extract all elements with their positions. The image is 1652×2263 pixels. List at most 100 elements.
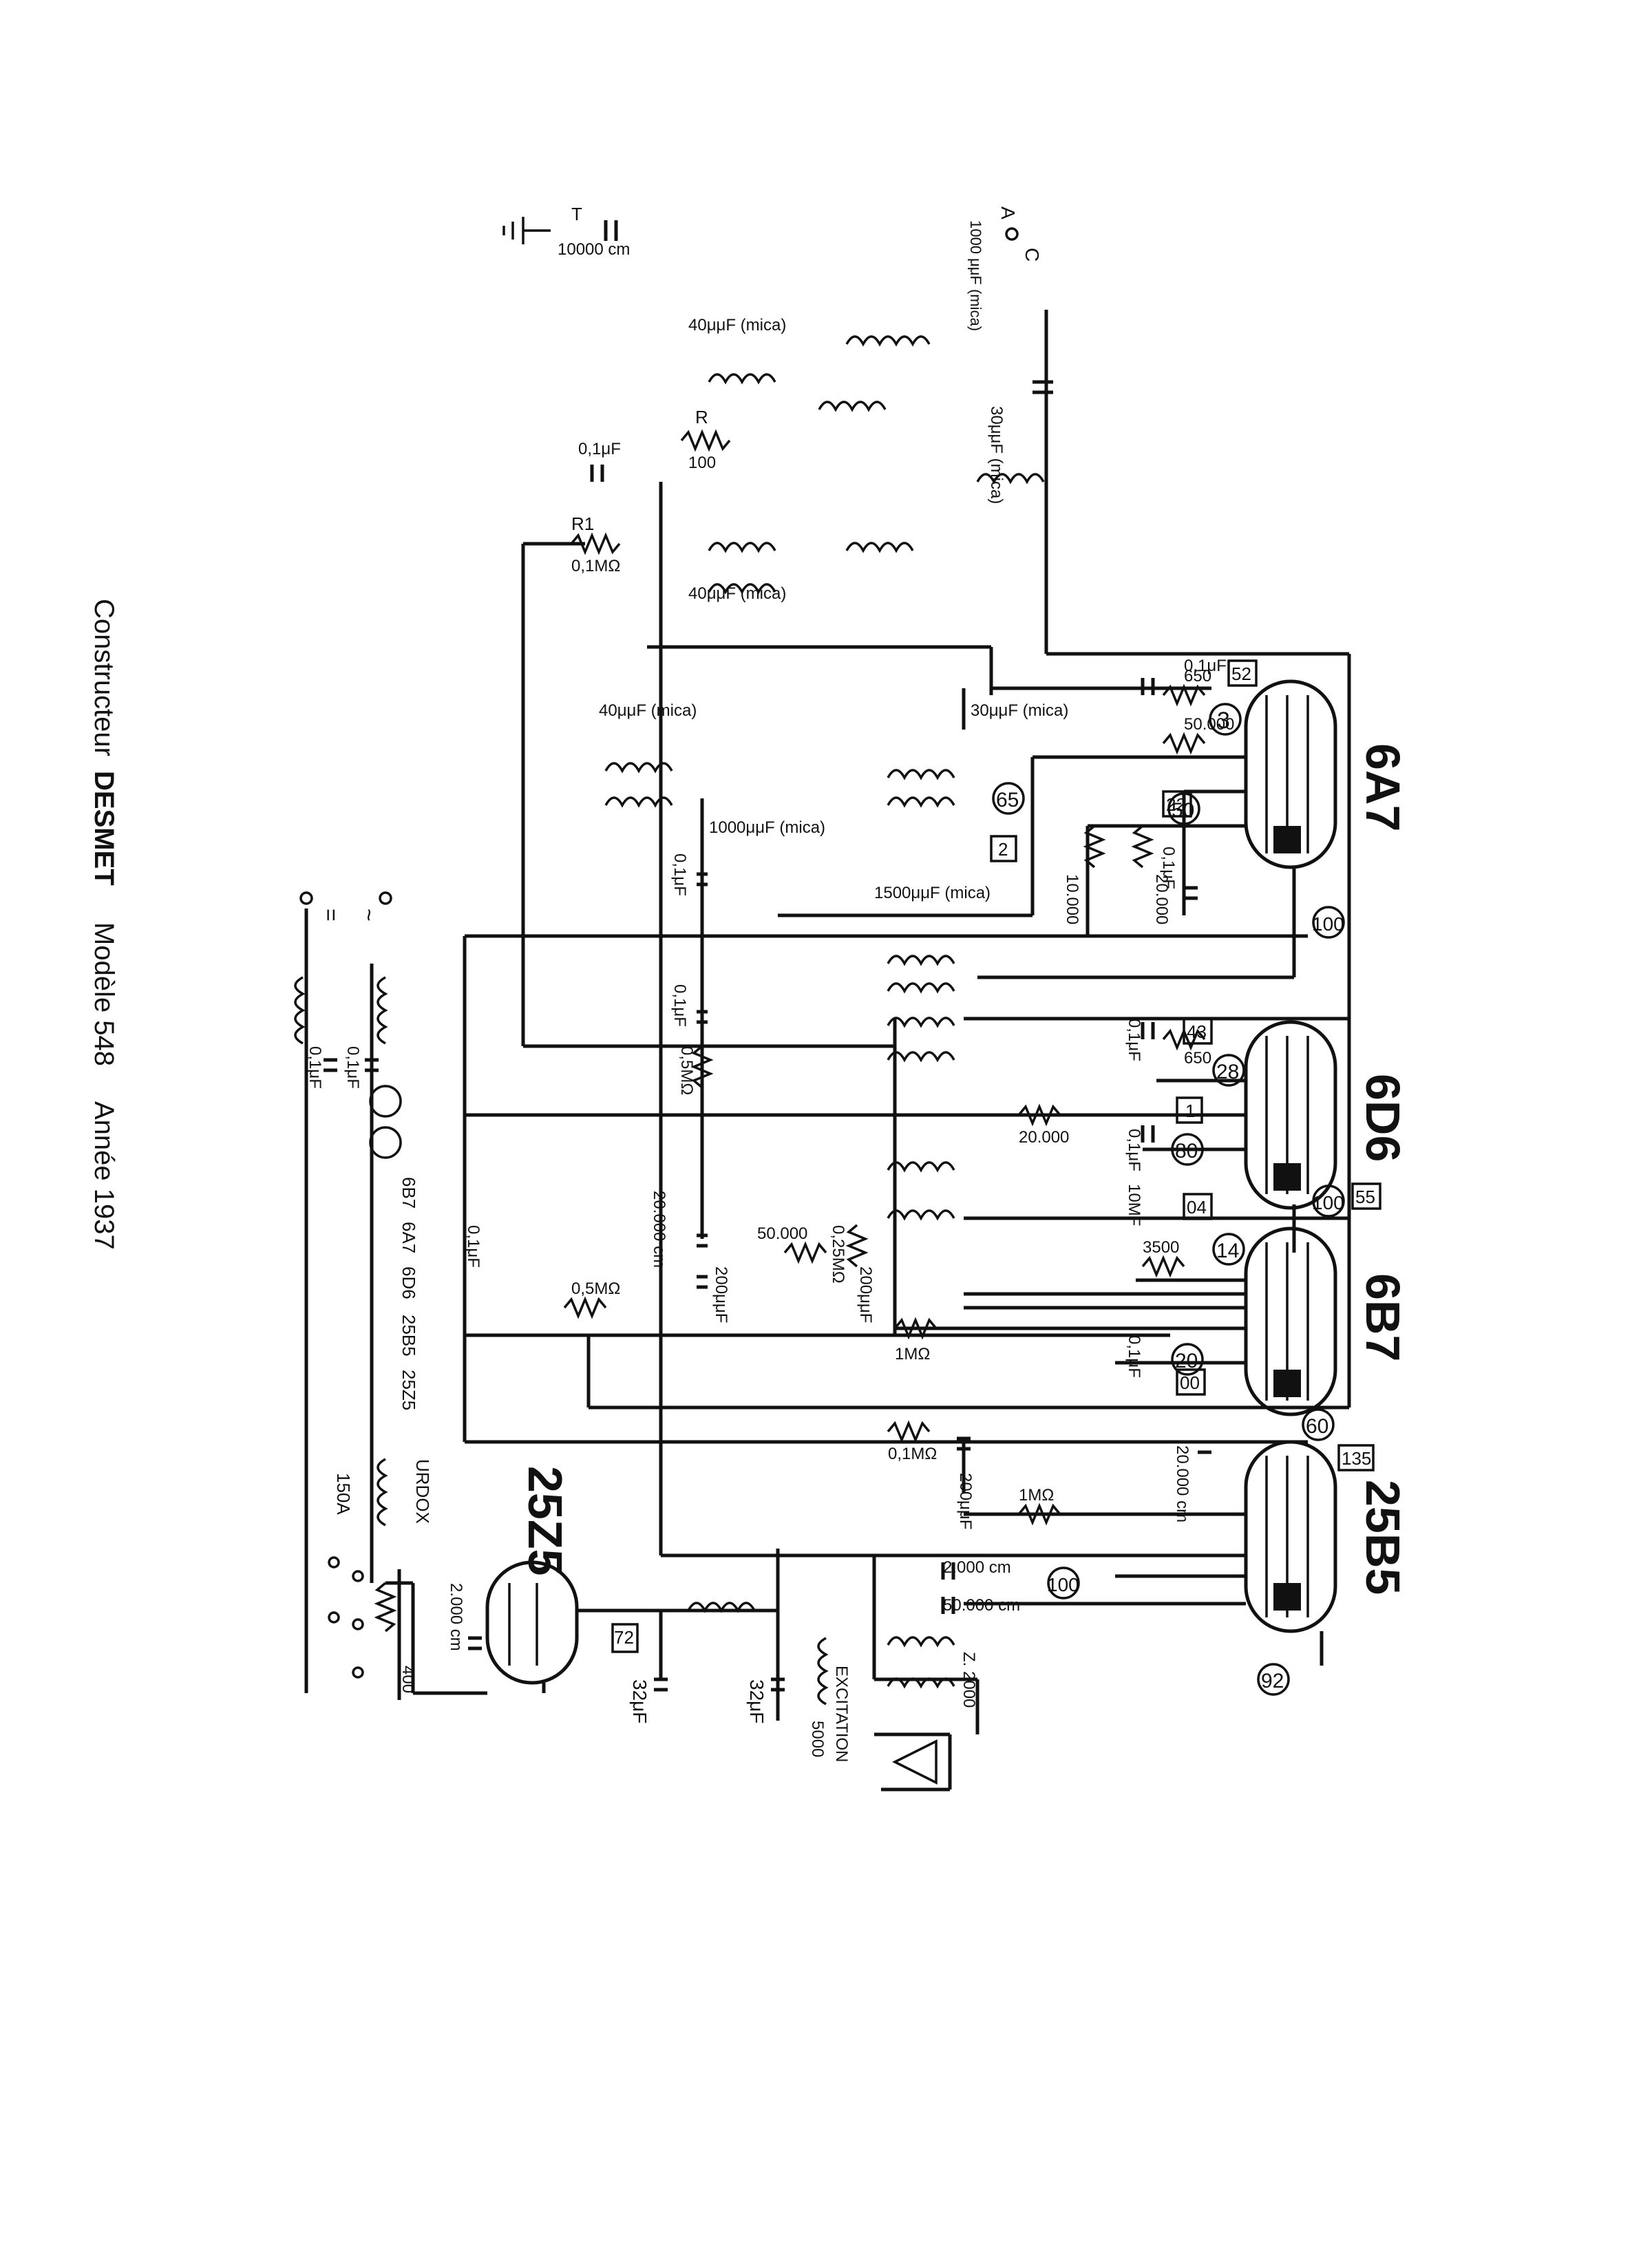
box-22: 22 [1166,794,1186,815]
coil-if2-secondary [887,1051,955,1063]
label-r10-value: 0,25MΩ [829,1225,847,1284]
earth-label: T [571,204,582,224]
mains-ac-symbol: ~ [357,909,381,922]
label-c33-value: 2.000 cm [943,1558,1011,1577]
label-c34-value: 32μF [746,1679,767,1723]
title-model: Modèle 548 [89,922,119,1066]
resistor-r11 [783,1241,827,1264]
box-72: 72 [614,1627,634,1648]
label-r5-value: 10.000 [1063,874,1081,924]
tube-label-6a7: 6A7 [1356,743,1410,831]
label-r1: R1 [571,513,594,534]
heater-2: 6A7 [399,1222,419,1253]
label-c12-value: 1000μμF (mica) [709,818,825,837]
label-c28-value: 20.000 cm [650,1191,668,1268]
mark-100c: 100 [1047,1574,1079,1595]
coil-antenna-primary [845,335,931,347]
coils [294,335,1045,1706]
label-r12-value: 0,5MΩ [571,1279,620,1298]
label-r2-value: 650 [1184,667,1211,686]
component-labels: R 100 R1 0,1MΩ 650 50.000 20.000 10.000 … [306,240,1234,1723]
label-c39-value: 50.000 cm [943,1596,1020,1615]
coil-urdox [377,1458,388,1527]
label-c18-value: 0,1μF [670,984,689,1027]
label-c15-value: 1500μμF (mica) [874,884,991,902]
heater-chain: = ~ 6B7 6A7 6D6 25B5 25Z5 URDOX 150A [299,891,433,1693]
resistor-r10 [845,1224,869,1268]
coil-if3-secondary [887,1209,955,1221]
tap-switch [305,1556,364,1693]
tube-label-25z5: 25Z5 [518,1466,572,1576]
mains-dc-symbol: = [319,909,343,922]
excitation-label: EXCITATION [832,1666,851,1762]
resistor-r16 [374,1582,397,1633]
coil-output-transformer-secondary [887,1677,955,1689]
coil-filter-choke [687,1602,756,1613]
label-c26-value: 200μμF [856,1266,875,1323]
box-43: 43 [1187,1021,1207,1042]
tube-6b7-envelope [1244,1226,1337,1416]
heater-3: 6D6 [399,1266,419,1299]
label-r7-value: 0,5MΩ [677,1046,696,1095]
label-r3-value: 50.000 [1184,715,1234,734]
title-prefix: Constructeur [89,599,119,756]
label-c37-value: 0,1μF [306,1046,324,1089]
box-52: 52 [1231,663,1251,684]
resistor-r15 [1017,1502,1061,1526]
label-r4-value: 20.000 [1152,874,1171,924]
voltage-markers: 3 50 65 100 28 80 100 14 20 60 100 92 [992,703,1345,1696]
c-terminal-label: C [1021,248,1043,262]
label-c13-value: 40μμF (mica) [599,701,697,720]
resistor-r7 [690,1045,714,1089]
resistor-r8 [1017,1103,1061,1127]
coil-output-transformer-primary [887,1636,955,1648]
box-55: 55 [1355,1187,1375,1207]
resistor-r12 [563,1296,607,1319]
box-135: 135 [1342,1448,1371,1469]
label-c10-value: 0,1μF [1184,657,1227,675]
box-2: 2 [998,839,1008,860]
tube-label-25b5: 25B5 [1356,1480,1410,1595]
resistor-r14 [887,1420,931,1443]
label-r8-value: 20.000 [1019,1128,1069,1147]
excitation-value: 5000 [808,1721,827,1757]
coil-osc-4 [887,796,955,808]
heater-5: 25Z5 [399,1370,419,1410]
urdox-rating: 150A [333,1473,354,1515]
tube-labels: 6A7 6D6 6B7 25B5 25Z5 [518,743,1410,1595]
label-c38-value: 2.000 cm [447,1583,465,1651]
label-c4-value: 30μμF (mica) [987,406,1006,504]
coil-3 [708,542,776,553]
label-c27-value: 200μμF [712,1266,730,1323]
coil-osc-3 [887,769,955,780]
label-c16-value: 0,1μF [1159,847,1178,889]
mark-100a: 100 [1312,913,1344,935]
mains-terminal-1 [299,891,313,905]
coil-antenna-secondary [708,373,776,385]
label-c1-value: 10000 cm [558,240,630,259]
tube-6a7-envelope [1244,679,1337,869]
label-c24-value: 0,1μF [1125,1129,1143,1171]
resistor-r5 [1083,825,1106,869]
resistor-r2 [1162,683,1206,707]
coil-if2-primary [887,1017,955,1028]
label-r16-value: 400 [399,1666,417,1693]
coil-1 [818,401,887,412]
box-1: 1 [1185,1101,1195,1121]
resistor-r [680,429,731,452]
mark-80: 80 [1175,1140,1198,1162]
resistor-r9 [1141,1255,1185,1278]
coil-if3-primary [887,1161,955,1173]
label-c7-value: 0,1μF [578,440,621,458]
antenna-terminal [1005,227,1019,241]
mark-65: 65 [996,789,1019,811]
coil-mains-filter-1 [294,976,306,1045]
mark-92: 92 [1261,1670,1284,1692]
label-c36-value: 0,1μF [343,1046,362,1089]
heater-4: 25B5 [399,1315,419,1357]
coil-excitation [817,1637,829,1706]
label-c32-value: 20.000 cm [1173,1445,1192,1522]
mark-60: 60 [1306,1415,1328,1438]
label-r6-value: 650 [1184,1049,1211,1067]
